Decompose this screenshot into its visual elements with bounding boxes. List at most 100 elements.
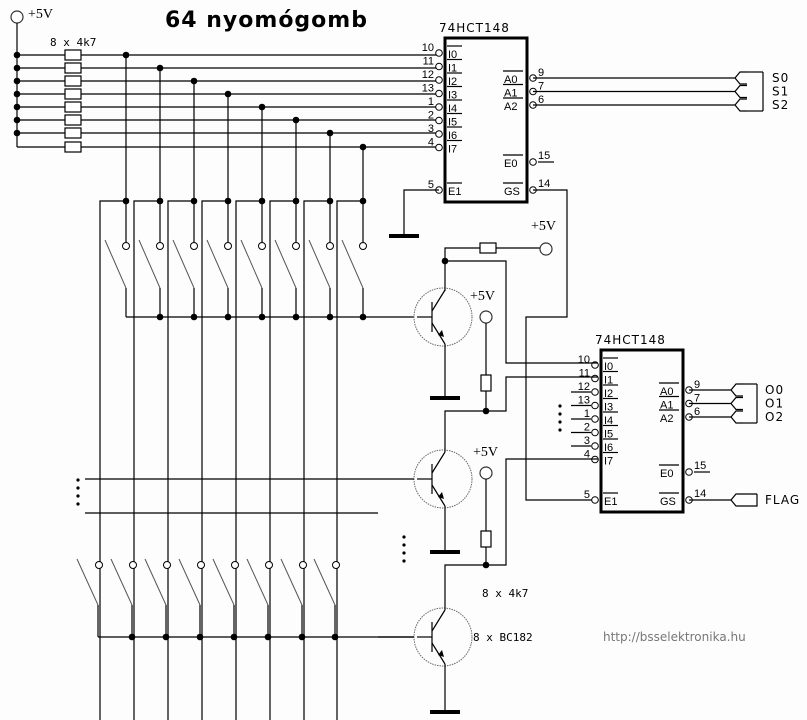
output-label-s2: S2: [772, 98, 789, 112]
pushbutton-switch: [313, 558, 336, 606]
pushbutton-switch: [104, 239, 127, 289]
pushbutton-switch: [172, 239, 195, 289]
ellipsis-dot: [558, 412, 562, 416]
pin-bubble: [591, 442, 599, 450]
column-line: [201, 200, 228, 720]
switch-contact: [224, 242, 232, 250]
pin-bubble: [435, 49, 443, 57]
pin-number: 2: [428, 110, 434, 122]
pin-name: GS: [504, 186, 520, 198]
pin-bubble: [435, 89, 443, 98]
pushbutton-switch: [308, 239, 331, 289]
switch-contact: [359, 242, 367, 250]
pin-number: 9: [538, 67, 544, 79]
output-connector-s2: [734, 98, 747, 112]
pin-name: I6: [604, 442, 613, 454]
pin-bubble: [591, 374, 599, 383]
switch-contact: [95, 561, 103, 569]
collector-to-ic2-I1: [444, 376, 598, 452]
junction-dot: [13, 116, 21, 124]
pin-number: 5: [428, 179, 434, 191]
pin-bubble: [591, 388, 599, 396]
pin-name: I2: [448, 76, 457, 88]
switch-contact: [231, 561, 239, 569]
pin-number: 3: [584, 435, 590, 447]
ellipsis-dot: [558, 404, 562, 408]
encoder-ic-2: 74HCT14810I011I112I213I31I42I53I64I75E19…: [558, 333, 800, 514]
output-label-o0: O0: [765, 383, 784, 397]
ellipsis-dot: [76, 478, 80, 482]
switch-contact: [163, 561, 171, 569]
ellipsis-dot: [558, 420, 562, 424]
pin-name: I1: [448, 63, 457, 75]
pin-name: A1: [504, 88, 517, 100]
flag-label: FLAG: [765, 493, 800, 507]
emitter-lead: [431, 322, 446, 345]
pin-bubble: [591, 428, 599, 437]
pushbutton-switch: [138, 239, 161, 289]
resistor: [480, 374, 492, 392]
resistor: [64, 62, 82, 74]
output-connector-o1: [730, 396, 743, 411]
transistor-group: +5V+5V+5V: [378, 219, 598, 714]
resistor: [64, 114, 82, 126]
pin-name: A0: [660, 386, 673, 398]
ic-body: [599, 348, 685, 514]
switch-contact: [156, 242, 164, 250]
power-terminal: [539, 242, 553, 256]
collector-lead: [431, 451, 446, 474]
pin-number: 4: [428, 137, 434, 149]
resistor: [64, 127, 82, 139]
pin-number: 14: [538, 178, 550, 190]
ellipsis-dot: [402, 551, 406, 555]
junction-dot: [13, 77, 21, 85]
power-label: +5V: [28, 7, 53, 22]
output-label-o2: O2: [765, 410, 784, 424]
emitter-arrow: [438, 650, 444, 657]
pin-number: 7: [538, 81, 544, 93]
pushbutton-switch: [144, 558, 167, 606]
watermark: http://bsselektronika.hu: [603, 630, 746, 644]
power-label: +5V: [470, 289, 495, 304]
pin-bubble: [591, 496, 599, 504]
pin-name: A0: [504, 74, 517, 86]
pin-name: A2: [660, 413, 673, 425]
switch-contact: [122, 242, 130, 250]
ellipsis-dot: [76, 486, 80, 490]
column-line: [167, 200, 194, 720]
column-line: [303, 200, 330, 720]
junction-dot: [13, 90, 21, 98]
switch-contact: [299, 561, 307, 569]
pin-name: E0: [504, 158, 517, 170]
resistor: [480, 530, 492, 548]
power-label: +5V: [473, 445, 498, 460]
npn-transistor-1: [413, 287, 473, 347]
transistor-label: 8 x BC182: [473, 631, 533, 644]
output-connector-o0: [730, 383, 743, 397]
pin-number: 13: [422, 83, 434, 95]
pin-number: 14: [694, 488, 706, 500]
encoder-ic-1: 74HCT14810I011I112I213I31I42I53I64I75E19…: [389, 21, 789, 501]
pin-number: 2: [584, 422, 590, 434]
resistor-array-label: 8 x 4k7: [50, 36, 96, 49]
pin-name: E1: [604, 496, 617, 508]
pushbutton-switch: [178, 558, 201, 606]
pushbutton-switch: [280, 558, 303, 606]
flag-connector: [730, 493, 758, 507]
pin-bubble: [435, 130, 443, 138]
pin-bubble: [685, 468, 693, 476]
pin-number: 12: [578, 381, 590, 393]
emitter-lead: [431, 484, 446, 507]
ellipsis-dot: [76, 502, 80, 506]
column-line: [235, 200, 262, 720]
pin-name: I0: [604, 361, 613, 373]
output-connector-s1: [734, 84, 747, 99]
ic-part-number: 74HCT148: [439, 21, 510, 35]
output-label-s1: S1: [772, 85, 789, 99]
collector-lead: [431, 289, 446, 312]
pin-number: 6: [694, 406, 700, 418]
gs-to-ic2-e1: [525, 189, 595, 501]
pin-number: 11: [579, 368, 590, 380]
pin-number: 10: [578, 354, 590, 366]
